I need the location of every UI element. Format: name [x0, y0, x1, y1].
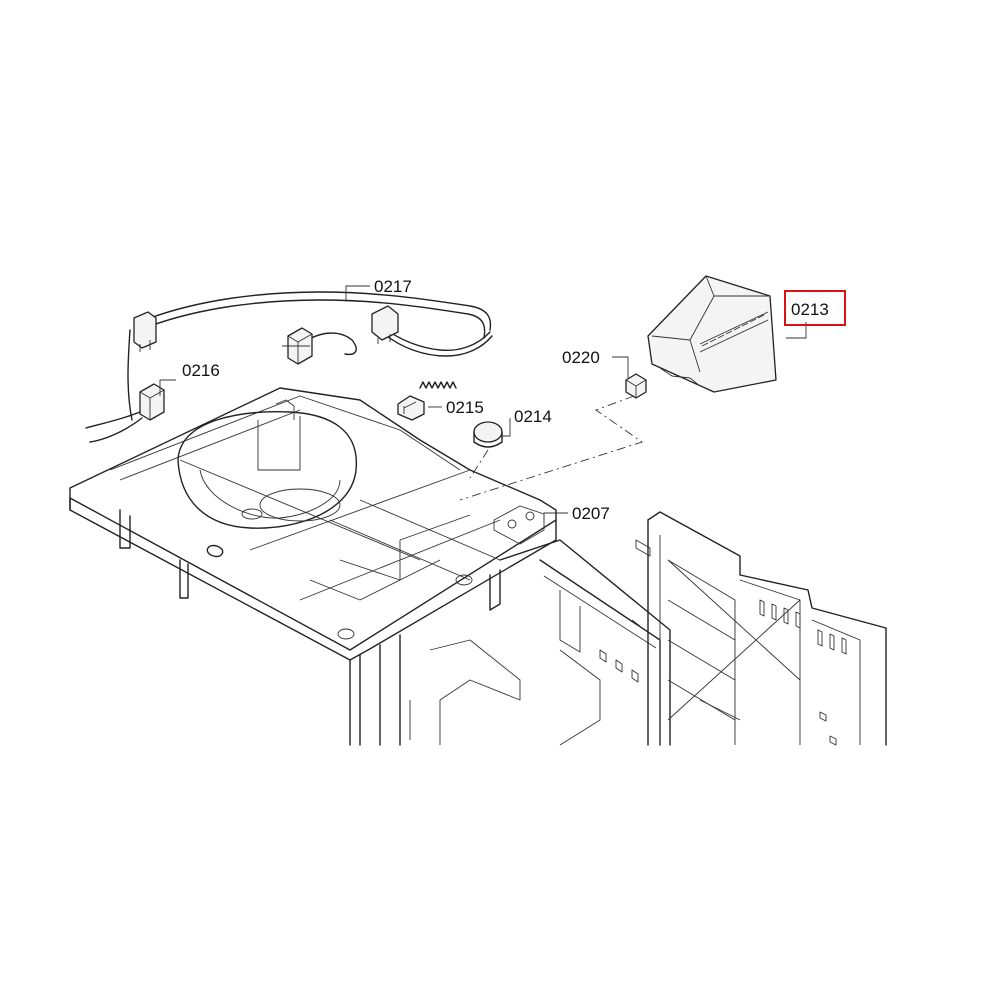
label-0217: 0217 — [374, 277, 412, 296]
funnel-part-0213 — [647, 275, 777, 393]
cable-harness-0217 — [127, 291, 493, 421]
label-0214: 0214 — [514, 407, 552, 426]
assembly-lines — [459, 395, 644, 501]
leader-lines — [159, 285, 807, 520]
clip-0215 — [397, 395, 425, 421]
knob-0214 — [473, 421, 503, 448]
housing-walls — [349, 539, 671, 746]
connector-plug-middle — [371, 305, 399, 344]
label-0220: 0220 — [562, 348, 600, 367]
connector-plug-left — [133, 311, 157, 352]
label-0216: 0216 — [182, 361, 220, 380]
spring-0215 — [419, 381, 457, 389]
base-frame-0207 — [69, 387, 557, 661]
rear-panel — [635, 511, 887, 746]
label-0213: 0213 — [791, 300, 829, 319]
highlight-box-0213 — [784, 290, 846, 326]
small-part-0220 — [625, 373, 647, 399]
label-0215: 0215 — [446, 398, 484, 417]
sensor-switch-0216-lower — [85, 383, 165, 443]
label-0207: 0207 — [572, 504, 610, 523]
